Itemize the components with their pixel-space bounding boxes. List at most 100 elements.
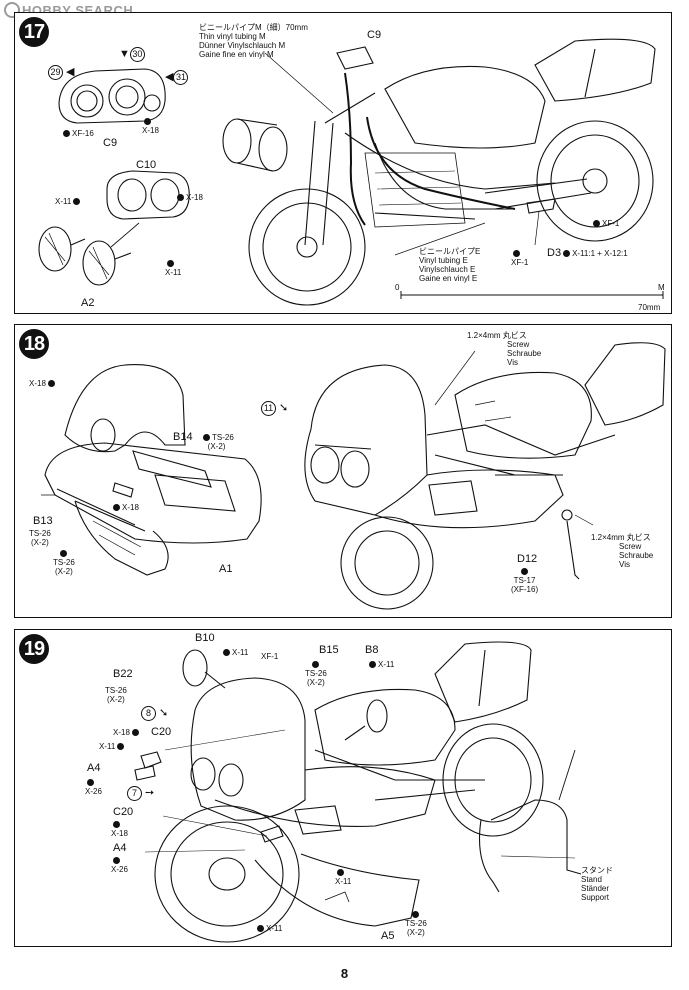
paint-x11-b10: X-11 [221,648,248,657]
tube-m-label: ビニールパイプM（細）70mm Thin vinyl tubing M Dünn… [199,23,308,59]
part-c20-top: C20 [151,726,172,738]
marker-29: 29 ◀ [48,65,75,80]
paint-xf1-a: XF-1 [591,219,619,228]
lower-cowl-b13 [74,500,169,576]
headlights-a2 [38,226,132,286]
part-a4-low: A4 [113,842,127,854]
part-c9-gauge: C9 [103,137,118,149]
page-number: 8 [340,966,349,981]
paint-dot-icon [513,250,520,257]
paint-x11-b: X-11 [165,259,181,277]
paint-xf1-b: XF-1 [511,249,528,267]
step-number: 19 [19,634,49,664]
tank [454,371,592,459]
part-c10: C10 [136,159,157,171]
part-b15: B15 [319,644,339,656]
upper-cowl [190,677,306,821]
paint-x18-mid: X-18 [111,503,139,512]
engine [364,152,466,228]
ruler-start: 0 [395,283,400,292]
marker-30: ▼30 [119,47,145,62]
step-19-illustration [134,641,582,943]
paint-x11-center: X-11 [335,868,351,886]
part-c9-mirror: C9 [367,29,382,41]
ruler-end-label: M [658,283,665,292]
mirror-b10 [182,649,226,689]
paint-x18-c20: X-18 [113,728,141,737]
paint-dot-icon [113,821,120,828]
paint-dot-icon [223,649,230,656]
paint-dot-icon [167,260,174,267]
rear-wheel [536,120,654,242]
turn-signal-a4 [134,765,156,781]
side-fairing [214,766,436,827]
part-a5: A5 [381,930,395,942]
seat-cowl [534,38,656,102]
step-18-panel: 18 [14,324,672,618]
front-wheel [154,805,300,943]
paint-dot-icon [563,250,571,257]
small-gauge [143,94,161,112]
speedometer [108,78,146,116]
paint-ts26-low: TS-26(X-2) [53,549,75,576]
tail [584,342,666,426]
part-d12: D12 [517,553,538,565]
mirror-c9 [336,46,374,70]
paint-ts26-a5: TS-26(X-2) [405,910,427,937]
paint-dot-icon [177,194,184,201]
paint-xf1: XF-1 [261,652,279,661]
fuel-tank [384,65,546,149]
paddock-stand [478,799,582,893]
step-17-panel: 17 [14,12,672,314]
step-number: 17 [19,17,49,47]
paint-x18-c20-low: X-18 [111,820,128,838]
paint-b22: TS-26(X-2) [105,686,127,704]
step-17-illustration [38,38,664,306]
logo-circle-icon [4,2,20,18]
frame [324,92,556,220]
part-a4-top: A4 [87,762,101,774]
mirror-b8 [344,699,388,741]
paint-dot-icon [144,118,151,125]
paint-dot-icon [63,130,70,137]
vinyl-tube-e [366,116,516,210]
part-b14: B14 [173,431,193,443]
paint-x11-bottom: X-11 [255,924,282,933]
marker-31: ◀31 [165,70,189,85]
screw-top-label: 1.2×4mm 丸ビス Screw Schraube Vis [467,331,542,367]
motorcycle-body [304,342,666,610]
paint-x18-left: X-18 [29,379,57,388]
paint-dot-icon [203,434,210,441]
part-a1: A1 [219,563,233,575]
part-b8: B8 [365,644,379,656]
tachometer [70,84,104,118]
tube-e-label: ビニールパイプE Vinyl tubing E Vinylschlauch E … [419,247,481,283]
upper-cowl-half [64,364,186,453]
part-b22: B22 [113,668,133,680]
paint-b14: TS-26 (X-2) [201,433,234,451]
motorcycle-front-wheel [248,188,366,306]
paint-dot-icon [113,857,120,864]
frame [426,424,616,476]
paint-dot-icon [117,743,125,750]
part-a2: A2 [81,297,95,309]
assembly-arrow [110,222,140,248]
kickstand-d12 [566,520,580,580]
upper-cowl-assembled [304,364,428,516]
paint-x18-gauge: X-18 [142,117,159,135]
paint-dot-icon [131,729,139,736]
front-fork [304,120,334,246]
paint-dot-icon [593,220,600,227]
under-cowl-a5 [254,853,420,927]
paint-b15: TS-26(X-2) [305,660,327,687]
inner-panel-b14 [132,450,212,488]
step-number: 18 [19,329,49,359]
seat-tail [434,641,532,723]
marker-7: 7 ➙ [127,786,154,801]
paint-d12: TS-17(XF-16) [511,567,538,594]
gauge-cluster [58,68,166,124]
part-c20-low: C20 [113,806,134,818]
paint-dot-icon [47,380,55,387]
step-19-panel: 19 [14,629,672,947]
